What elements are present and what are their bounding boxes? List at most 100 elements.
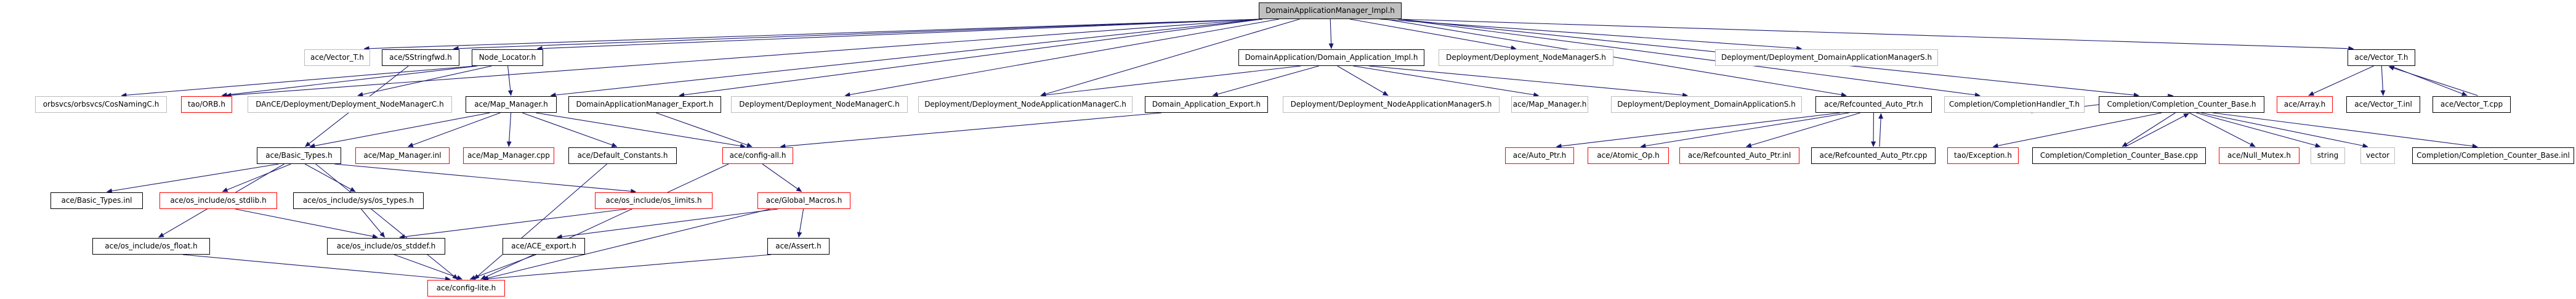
include-edge	[797, 208, 804, 238]
graph-node-vector_t_right[interactable]: ace/Vector_T.h	[2348, 49, 2415, 66]
include-edge	[334, 163, 637, 194]
graph-node-refcounted_inl[interactable]: ace/Refcounted_Auto_Ptr.inl	[1679, 147, 1799, 164]
graph-node-null_mutex[interactable]: ace/Null_Mutex.h	[2219, 147, 2299, 164]
graph-node-map_manager_cpp[interactable]: ace/Map_Manager.cpp	[463, 147, 554, 164]
include-edge	[762, 163, 802, 192]
graph-node-ccb_inl[interactable]: Completion/Completion_Counter_Base.inl	[2412, 147, 2574, 164]
graph-node-os_limits[interactable]: ace/os_include/os_limits.h	[595, 192, 713, 209]
include-edge	[550, 18, 1263, 98]
include-edge	[222, 163, 291, 192]
graph-node-orb[interactable]: tao/ORB.h	[181, 96, 232, 113]
graph-node-map_manager_2: ace/Map_Manager.h	[1511, 96, 1588, 113]
include-edge	[679, 18, 1263, 97]
graph-node-dep_nms: Deployment/Deployment_NodeManagerS.h	[1439, 49, 1613, 66]
include-edge	[1040, 18, 1300, 97]
include-edge	[522, 112, 618, 147]
graph-node-completion_counter_base[interactable]: Completion/Completion_Counter_Base.h	[2099, 96, 2264, 113]
include-edge	[482, 208, 770, 281]
include-edge	[453, 18, 1263, 51]
include-edge	[1337, 65, 1389, 96]
include-edge	[357, 65, 492, 97]
include-edge	[2380, 65, 2386, 96]
include-edge	[235, 208, 378, 239]
graph-node-atomic_op[interactable]: ace/Atomic_Op.h	[1588, 147, 1669, 164]
graph-node-vector: vector	[2360, 147, 2395, 164]
include-edge	[2125, 113, 2189, 147]
include-edge	[1640, 112, 1849, 149]
include-edge	[474, 163, 607, 280]
graph-node-refcounted_cpp[interactable]: ace/Refcounted_Auto_Ptr.cpp	[1811, 147, 1936, 164]
include-edge	[2388, 65, 2478, 96]
include-edge	[2390, 65, 2468, 96]
include-edge	[309, 112, 490, 149]
include-edge	[315, 163, 458, 280]
include-edge	[556, 208, 778, 239]
graph-node-map_manager_1[interactable]: ace/Map_Manager.h	[466, 96, 557, 113]
include-edge	[1368, 65, 1689, 98]
include-edge	[1379, 18, 1803, 51]
include-edge	[507, 65, 513, 96]
graph-node-default_constants[interactable]: ace/Default_Constants.h	[568, 147, 677, 164]
include-edge	[394, 254, 462, 280]
graph-node-tao_exception[interactable]: tao/Exception.h	[1947, 147, 2019, 164]
include-edge	[1397, 18, 2354, 51]
graph-node-dep_namc: Deployment/Deployment_NodeApplicationMan…	[918, 96, 1133, 113]
graph-node-auto_ptr[interactable]: ace/Auto_Ptr.h	[1505, 147, 1574, 164]
include-edge	[2189, 112, 2256, 147]
include-edge	[2201, 112, 2368, 149]
graph-node-da_export[interactable]: Domain_Application_Export.h	[1145, 96, 1268, 113]
include-edge	[182, 254, 451, 282]
include-edge	[221, 65, 478, 97]
include-edge	[106, 163, 279, 194]
graph-node-basic_types_inl[interactable]: ace/Basic_Types.inl	[50, 192, 143, 209]
graph-node-config_lite[interactable]: ace/config-lite.h	[427, 280, 505, 297]
include-edge	[469, 254, 536, 280]
graph-node-assert[interactable]: ace/Assert.h	[767, 238, 830, 255]
include-edge	[121, 65, 476, 98]
graph-node-ace_export[interactable]: ace/ACE_export.h	[503, 238, 585, 255]
include-edge	[407, 112, 501, 147]
include-edge	[1328, 18, 1334, 49]
include-edge	[1992, 112, 2162, 149]
graph-node-os_types[interactable]: ace/os_include/sys/os_types.h	[293, 192, 424, 209]
include-edge	[1745, 112, 1860, 148]
graph-node-domain_app_impl[interactable]: DomainApplication/Domain_Application_Imp…	[1238, 49, 1424, 66]
graph-node-sstringfwd[interactable]: ace/SStringfwd.h	[382, 49, 459, 66]
graph-node-global_macros[interactable]: ace/Global_Macros.h	[757, 192, 850, 209]
graph-node-vector_t_cpp[interactable]: ace/Vector_T.cpp	[2433, 96, 2511, 113]
include-edge	[1384, 18, 1847, 97]
graph-node-dance_nmc: DAnCE/Deployment/Deployment_NodeManagerC…	[248, 96, 452, 113]
graph-node-map_manager_inl[interactable]: ace/Map_Manager.inl	[355, 147, 450, 164]
include-edge	[2122, 112, 2176, 147]
include-edge	[1040, 65, 1301, 98]
include-edge	[535, 112, 746, 149]
graph-node-refcounted_auto_ptr[interactable]: ace/Refcounted_Auto_Ptr.h	[1815, 96, 1932, 113]
graph-node-os_float[interactable]: ace/os_include/os_float.h	[92, 238, 210, 255]
include-edge	[1397, 18, 1980, 97]
graph-node-cosnaming: orbsvcs/orbsvcs/CosNamingC.h	[35, 96, 167, 113]
graph-node-dep_dams: Deployment/Deployment_DomainApplicationM…	[1715, 49, 1938, 66]
include-edge	[1878, 113, 1884, 147]
graph-node-dep_nams: Deployment/Deployment_NodeApplicationMan…	[1283, 96, 1500, 113]
graph-node-basic_types[interactable]: ace/Basic_Types.h	[257, 147, 341, 164]
graph-node-dam_export[interactable]: DomainApplicationManager_Export.h	[568, 96, 721, 113]
graph-node-vector_t_inl[interactable]: ace/Vector_T.inl	[2346, 96, 2420, 113]
include-edge	[844, 18, 1280, 97]
include-edge	[225, 18, 1263, 98]
include-edge	[1212, 65, 1319, 97]
include-edge	[1556, 112, 1841, 149]
include-edge	[2308, 65, 2374, 96]
graph-node-ccb_cpp[interactable]: Completion/Completion_Counter_Base.cpp	[2032, 147, 2206, 164]
include-edge	[363, 18, 1263, 51]
graph-node-node_locator[interactable]: Node_Locator.h	[472, 49, 543, 66]
include-edge	[480, 163, 729, 280]
graph-node-vector_t_left: ace/Vector_T.h	[304, 49, 370, 66]
graph-node-os_stddef[interactable]: ace/os_include/os_stddef.h	[327, 238, 445, 255]
graph-node-completion_handler: Completion/CompletionHandler_T.h	[1944, 96, 2085, 113]
graph-node-array[interactable]: ace/Array.h	[2277, 96, 2333, 113]
graph-node-os_stdlib[interactable]: ace/os_include/os_stdlib.h	[159, 192, 277, 209]
graph-node-dep_das: Deployment/Deployment_DomainApplicationS…	[1611, 96, 1802, 113]
graph-node-config_all[interactable]: ace/config-all.h	[722, 147, 793, 164]
include-edge	[536, 18, 1263, 51]
